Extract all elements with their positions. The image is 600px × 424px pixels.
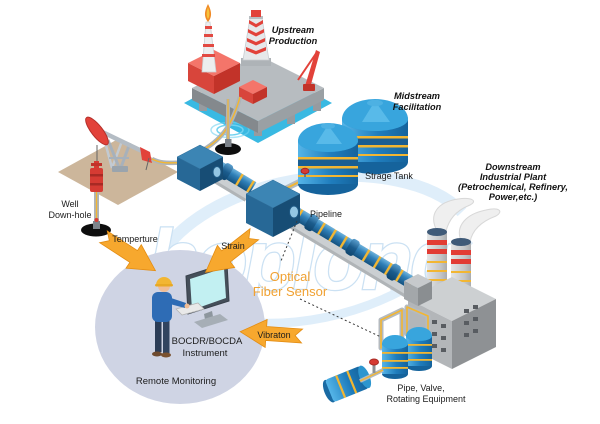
remote-monitoring-group	[95, 250, 265, 404]
offshore-rig-illustration	[184, 4, 332, 155]
pump-jack-illustration	[58, 116, 182, 237]
operator-person	[152, 277, 190, 358]
factory-windows	[432, 305, 478, 352]
storage-tanks	[298, 99, 408, 195]
junction-box-2	[245, 179, 301, 237]
wellhead	[90, 161, 103, 192]
subsea-wellhole	[215, 143, 241, 155]
pipeline-label: Pipeline	[310, 209, 342, 219]
optical-fiber-label-line1: Optical	[270, 269, 311, 284]
smoke-plumes	[433, 198, 501, 243]
well-label-line1: Well	[61, 199, 78, 209]
storage-tank-front	[298, 123, 358, 195]
rotating-equipment-drum	[322, 365, 372, 403]
well-pipe-to-junction	[150, 156, 182, 166]
counterweight	[85, 116, 109, 146]
flare-stack	[201, 4, 217, 73]
strain-arrow	[204, 227, 260, 273]
vibration-arrow	[239, 318, 304, 349]
remote-monitoring-label: Remote Monitoring	[136, 376, 216, 387]
hard-hat	[156, 277, 172, 285]
well-label-line2: Down-hole	[48, 210, 91, 220]
strain-label: Strain	[221, 241, 245, 251]
keyboard	[175, 302, 205, 316]
instrument-label-line1: BOCDR/BOCDA	[172, 336, 243, 347]
pipe-valve-label-line1: Pipe, Valve,	[397, 383, 444, 393]
process-tank-back	[406, 327, 432, 371]
monitor	[185, 262, 230, 328]
temperature-label: Temperture	[112, 234, 158, 244]
downstream-label-line3: (Petrochemical, Refinery,	[458, 182, 568, 192]
midstream-label-line1: Midstream	[394, 91, 440, 101]
sensor-dashed-lines	[280, 220, 382, 338]
pipeline-pedestal	[404, 274, 432, 306]
pipeline-segment-b	[277, 202, 416, 298]
instrument-label-line2: Instrument	[183, 348, 228, 359]
downstream-label-line2: Industrial Plant	[480, 172, 547, 182]
pipe-valve-label-line2: Rotating Equipment	[386, 394, 466, 404]
midstream-label-line2: Facilitation	[393, 102, 442, 112]
downstream-label-line4: Power,etc.)	[489, 192, 538, 202]
derrick-tower	[241, 10, 271, 66]
vibration-label: Vibraton	[257, 330, 290, 340]
equipment-pipe-loops	[378, 304, 431, 351]
text-labels: Upstream Production Midstream Facilitati…	[48, 25, 567, 404]
optical-fiber-label-line2: Fiber Sensor	[253, 284, 328, 299]
subsea-well-pipe	[215, 99, 241, 155]
temperature-arrow	[98, 230, 157, 272]
junction-box-1	[176, 144, 224, 191]
storage-tank-label: Strage Tank	[365, 171, 413, 181]
monitor-screen	[190, 268, 226, 310]
pump-equipment	[322, 304, 432, 403]
tank-inlet-valve	[300, 167, 310, 177]
storage-tank-back	[342, 99, 408, 174]
upstream-label-line2: Production	[269, 36, 318, 46]
upstream-label-line1: Upstream	[272, 25, 314, 35]
downstream-label-line1: Downstream	[485, 162, 540, 172]
equipment-valve	[369, 358, 379, 373]
process-tank-front	[382, 335, 408, 379]
rig-container	[239, 80, 267, 104]
downhole-hole	[81, 223, 111, 237]
dashed-line-equipment	[299, 298, 382, 338]
rig-crane	[297, 50, 320, 91]
drum-to-tank-pipe	[359, 368, 384, 383]
